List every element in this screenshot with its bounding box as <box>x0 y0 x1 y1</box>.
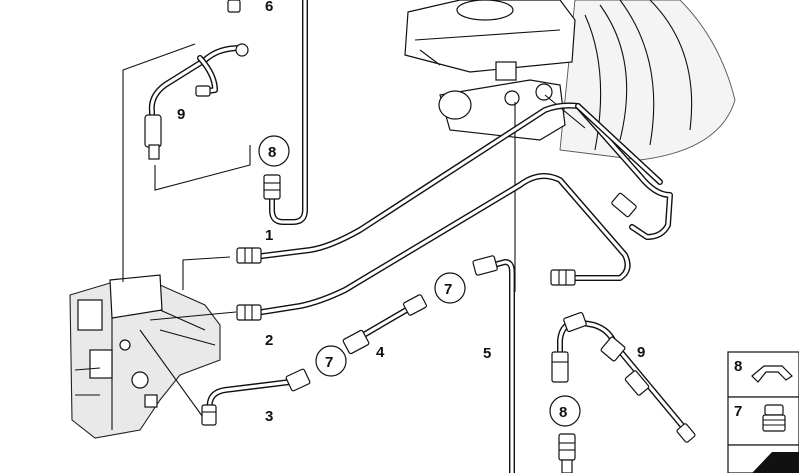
brake-pipe-5 <box>472 255 515 473</box>
callout-6: 6 <box>265 0 273 15</box>
legend-label-8: 8 <box>734 358 742 375</box>
callout-8-upper-circle <box>258 135 290 167</box>
brake-pipe-1 <box>236 102 673 264</box>
brake-pipe-3 <box>201 368 311 426</box>
fitting-8-loose <box>558 433 576 473</box>
callout-1: 1 <box>265 227 273 244</box>
callout-2: 2 <box>265 332 273 349</box>
callout-3: 3 <box>265 408 273 425</box>
callout-8-lower-circle <box>549 395 581 427</box>
legend-label-7: 7 <box>734 403 742 420</box>
brake-hose-9-upper <box>144 0 249 160</box>
callout-4: 4 <box>376 344 385 361</box>
black-wedge-icon <box>752 452 799 473</box>
callout-9-lower: 9 <box>637 344 645 361</box>
brake-pipe-4 <box>342 294 428 355</box>
union-nut-icon <box>762 404 786 432</box>
abs-hydraulic-unit <box>69 274 221 439</box>
brake-fluid-reservoir <box>404 0 576 73</box>
callout-8-upper: 8 <box>268 144 276 161</box>
parts-legend: 8 7 <box>727 351 799 473</box>
callout-7-mid-circle <box>434 272 466 304</box>
brake-pipe-6 <box>263 0 308 225</box>
callout-5: 5 <box>483 345 491 362</box>
master-cylinder <box>438 61 566 141</box>
bracket-clip-icon <box>751 365 793 383</box>
callout-7-left-circle <box>315 345 347 377</box>
callout-8-lower: 8 <box>559 404 567 421</box>
callout-7-mid: 7 <box>444 281 452 298</box>
callouts: 6 9 8 1 2 3 4 5 7 7 9 8 <box>177 0 645 427</box>
brake-hose-9-lower <box>551 311 696 443</box>
callout-7-left: 7 <box>325 354 333 371</box>
leader-lines <box>122 43 586 421</box>
callout-9-upper: 9 <box>177 106 185 123</box>
brake-booster <box>559 0 736 161</box>
brake-pipe-2 <box>236 173 631 321</box>
